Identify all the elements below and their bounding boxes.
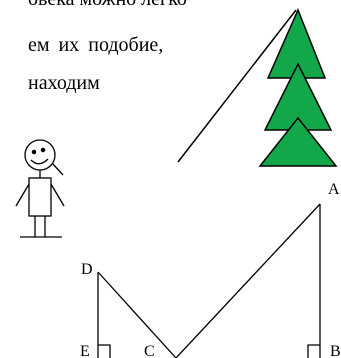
- segment-CA: [175, 203, 321, 358]
- tree-figure: [258, 8, 338, 167]
- person-eye-right: [40, 147, 46, 153]
- person-mouth: [30, 158, 49, 165]
- right-angle-E: [98, 344, 111, 358]
- paragraph-line-1: овека можно легко: [28, 0, 187, 10]
- label-E: E: [80, 343, 90, 358]
- tree-bottom-tier: [258, 116, 338, 167]
- paragraph-line-3: находим: [28, 72, 100, 94]
- person-arm-left: [15, 183, 30, 207]
- label-C: C: [144, 343, 155, 358]
- person-eye-left: [31, 149, 37, 155]
- segment-DC: [97, 271, 177, 358]
- label-B: B: [330, 343, 341, 358]
- person-arm-right: [50, 183, 65, 207]
- sight-line: [177, 9, 297, 163]
- geometry-lines: [97, 203, 321, 358]
- label-D: D: [81, 261, 93, 278]
- paragraph-line-2: ем их подобие,: [28, 34, 164, 56]
- person-body: [28, 177, 52, 217]
- label-A: A: [328, 181, 340, 198]
- right-angle-B: [307, 344, 320, 358]
- person-head: [24, 139, 56, 171]
- person-figure: [15, 139, 65, 238]
- magnifier-handle: [51, 162, 64, 176]
